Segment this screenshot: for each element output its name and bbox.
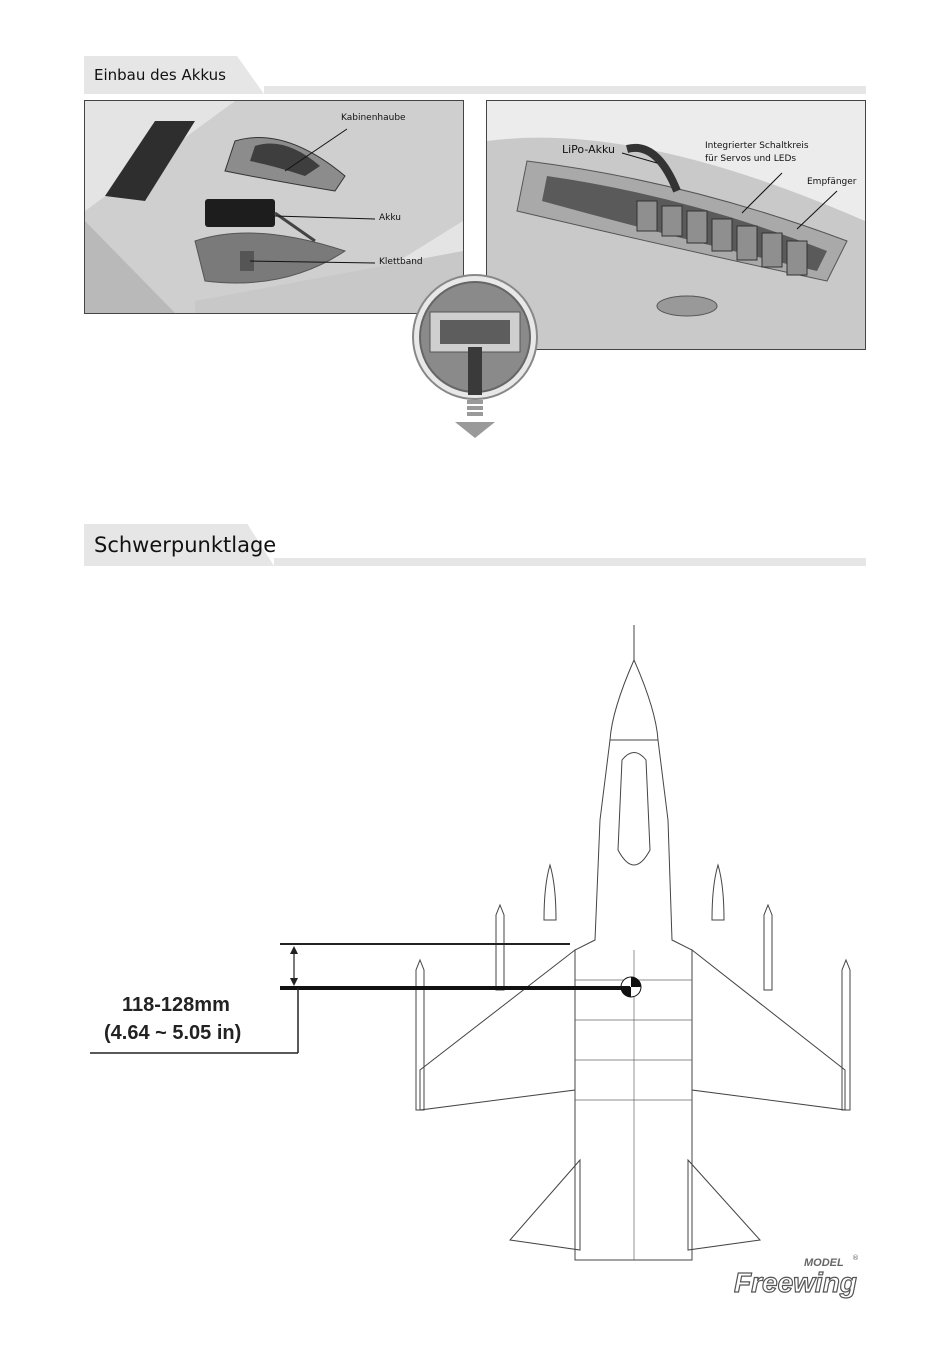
battery-section-header: Einbau des Akkus xyxy=(84,56,866,94)
label-circuit-line1: Integrierter Schaltkreis xyxy=(705,141,809,151)
header-rule xyxy=(264,86,866,94)
freewing-logo: MODEL ® Freewing xyxy=(734,1250,864,1300)
left-panel-illustration xyxy=(85,101,463,313)
cg-range-in: (4.64 ~ 5.05 in) xyxy=(104,1022,241,1045)
brand-registered: ® xyxy=(852,1254,859,1262)
label-canopy: Kabinenhaube xyxy=(341,113,406,123)
battery-install-right-panel: LiPo-Akku Integrierter Schaltkreis für S… xyxy=(486,100,866,350)
cg-section-header: Schwerpunktlage xyxy=(84,524,866,566)
label-velcro: Klettband xyxy=(379,257,423,267)
header-rule xyxy=(274,558,866,566)
battery-section-title: Einbau des Akkus xyxy=(94,66,226,84)
battery-install-left-panel: Kabinenhaube Akku Klettband xyxy=(84,100,464,314)
cg-section-title: Schwerpunktlage xyxy=(94,533,276,557)
right-panel-illustration xyxy=(487,101,865,349)
brand-name: Freewing xyxy=(734,1267,857,1298)
label-lipo: LiPo-Akku xyxy=(562,143,615,156)
battery-closeup-circle xyxy=(410,272,540,442)
freewing-logo-mark: MODEL ® Freewing xyxy=(734,1250,864,1300)
label-battery: Akku xyxy=(379,213,401,223)
label-circuit-line2: für Servos und LEDs xyxy=(705,154,796,164)
label-receiver: Empfänger xyxy=(807,177,857,187)
cg-range-mm: 118-128mm xyxy=(122,994,230,1017)
